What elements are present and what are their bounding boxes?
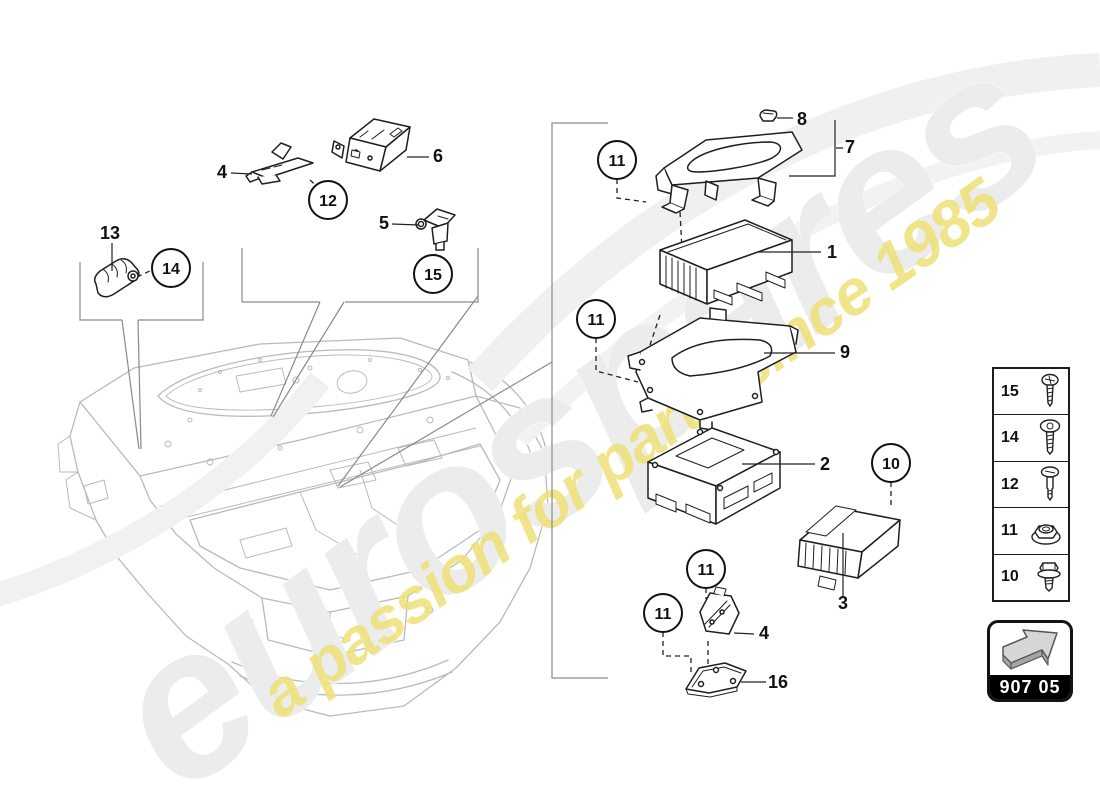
part-group-box[interactable]: 907 05: [987, 620, 1073, 702]
fastener-legend: 15 14 12: [992, 367, 1070, 602]
part-13-sensor: [93, 258, 140, 298]
callout-16[interactable]: 16: [768, 672, 788, 692]
legend-number: 15: [1001, 382, 1019, 400]
svg-text:11: 11: [588, 312, 605, 329]
callout-4-top[interactable]: 4: [217, 162, 227, 182]
svg-text:10: 10: [882, 456, 900, 473]
part-8-clip: [759, 109, 778, 122]
svg-text:14: 14: [162, 261, 180, 278]
svg-text:11: 11: [609, 153, 626, 170]
callout-3[interactable]: 3: [838, 593, 848, 613]
part-4-bracket-bottom: [699, 586, 740, 635]
callout-5[interactable]: 5: [379, 213, 389, 233]
car-window-frame-inner: [451, 371, 551, 475]
callout-9[interactable]: 9: [840, 342, 850, 362]
label-leader-lines: [111, 117, 844, 683]
legend-row-14[interactable]: 14: [994, 415, 1068, 462]
callout-1[interactable]: 1: [827, 242, 837, 262]
svg-text:11: 11: [655, 606, 672, 623]
legend-number: 10: [1001, 568, 1019, 586]
callout-circle-11d[interactable]: 11: [643, 593, 683, 633]
part-16-plate: [685, 662, 747, 698]
callout-8[interactable]: 8: [797, 109, 807, 129]
car-floor-recess: [189, 443, 501, 591]
part-6-module: [331, 118, 411, 172]
car-left-details: [57, 435, 109, 521]
callout-4-bottom[interactable]: 4: [759, 623, 769, 643]
car-sill: [231, 659, 449, 685]
flange-nut-icon: [1029, 515, 1063, 547]
part-2-module: [647, 427, 781, 525]
car-lid-cutout: [157, 349, 441, 417]
arrow-icon: [1002, 629, 1058, 670]
callout-circle-11b[interactable]: 11: [576, 299, 616, 339]
callout-7[interactable]: 7: [845, 137, 855, 157]
callout-2[interactable]: 2: [820, 454, 830, 474]
legend-row-11[interactable]: 11: [994, 508, 1068, 555]
part-7-bracket: [655, 131, 803, 214]
shoulder-screw-icon: [1037, 465, 1063, 504]
part-5-sensor: [415, 208, 456, 251]
svg-text:12: 12: [319, 193, 337, 210]
group-brackets: [79, 122, 608, 679]
car-deck-outline: [79, 337, 477, 477]
hex-flange-bolt-icon: [1035, 559, 1063, 595]
legend-number: 12: [1001, 475, 1019, 493]
part-9-tray: [627, 307, 799, 431]
pan-head-screw-icon: [1037, 373, 1063, 411]
car-back-wall: [261, 595, 409, 657]
legend-row-15[interactable]: 15: [994, 369, 1068, 416]
legend-number: 11: [1001, 521, 1018, 539]
part-3-control-unit: [797, 505, 901, 591]
svg-text:15: 15: [424, 267, 442, 284]
callout-circle-11c[interactable]: 11: [686, 549, 726, 589]
part-4-bracket-top: [245, 142, 314, 185]
pan-head-screw-icon: [1037, 419, 1063, 457]
svg-text:11: 11: [698, 562, 715, 579]
callout-6[interactable]: 6: [433, 146, 443, 166]
callout-13[interactable]: 13: [100, 223, 120, 243]
legend-row-10[interactable]: 10: [994, 555, 1068, 600]
callout-circle-11a[interactable]: 11: [597, 140, 637, 180]
car-lid-cutout-inner: [165, 354, 433, 411]
part-group-code: 907 05: [990, 675, 1070, 699]
callout-circle-12[interactable]: 12: [308, 180, 348, 220]
car-hull-outline: [69, 395, 549, 717]
legend-number: 14: [1001, 429, 1019, 447]
legend-row-12[interactable]: 12: [994, 462, 1068, 509]
part-1-module: [659, 219, 793, 306]
group-arrow: [990, 623, 1070, 675]
car-sill-inner: [239, 671, 453, 696]
callout-circle-10[interactable]: 10: [871, 443, 911, 483]
callout-circle-14[interactable]: 14: [151, 248, 191, 288]
callout-circle-15[interactable]: 15: [413, 254, 453, 294]
